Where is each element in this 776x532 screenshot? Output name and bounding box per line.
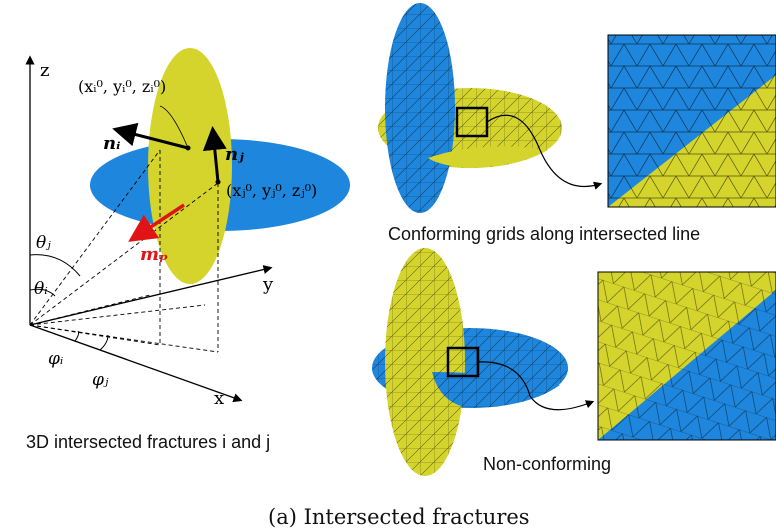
theta-i-arc [29,288,56,297]
z-axis-label: z [40,60,49,81]
nonconforming-blue-front-mesh [432,372,560,408]
intersection-label: mₚ [140,244,168,265]
normal-j-arrow [202,126,227,183]
theta-j-label: θⱼ [36,233,51,253]
nonconforming-view: Non-conforming [372,248,776,476]
nonconforming-yellow-mesh [385,248,465,476]
normal-j-label: nⱼ [225,144,244,165]
conforming-caption: Conforming grids along intersected line [388,224,700,244]
left-diagram: z y x (xᵢ⁰, yᵢ⁰, zᵢ⁰) (xⱼ⁰, yⱼ⁰, zⱼ⁰) nᵢ… [25,48,350,452]
phi-j-arc [99,334,109,351]
nonconforming-zoom-connector [477,361,595,411]
phi-i-arc [74,330,80,342]
leader-i [159,105,189,149]
point-i-label: (xᵢ⁰, yᵢ⁰, zᵢ⁰) [78,77,166,96]
nonconforming-caption: Non-conforming [483,454,611,474]
projection-lines [29,149,219,353]
nonconforming-zoom-frame [597,271,776,441]
y-axis-label: y [262,274,274,295]
theta-j-arc [29,254,81,277]
point-j-label: (xⱼ⁰, yⱼ⁰, zⱼ⁰) [226,181,317,200]
conforming-blue-mesh [385,3,455,213]
normal-i-arrow [112,122,189,150]
theta-i-label: θᵢ [34,279,48,299]
conforming-yellow-front [428,146,548,168]
nonconforming-zoom-panel [598,272,776,440]
left-caption: 3D intersected fractures i and j [26,432,270,452]
intersection-arrow [128,203,185,242]
conforming-view: Conforming grids along intersected line [378,3,776,244]
figure-caption: (a) Intersected fractures [268,505,530,529]
fracture-i-yellow [148,48,232,284]
phi-j-label: φⱼ [92,370,109,390]
y-axis [29,265,273,326]
phi-i-label: φᵢ [48,349,63,369]
normal-i-label: nᵢ [103,133,120,154]
x-axis [29,324,243,403]
conforming-zoom-panel [608,35,776,207]
x-axis-label: x [214,388,224,409]
conforming-zoom-frame [607,34,776,208]
conforming-zoom-connector [486,114,603,190]
